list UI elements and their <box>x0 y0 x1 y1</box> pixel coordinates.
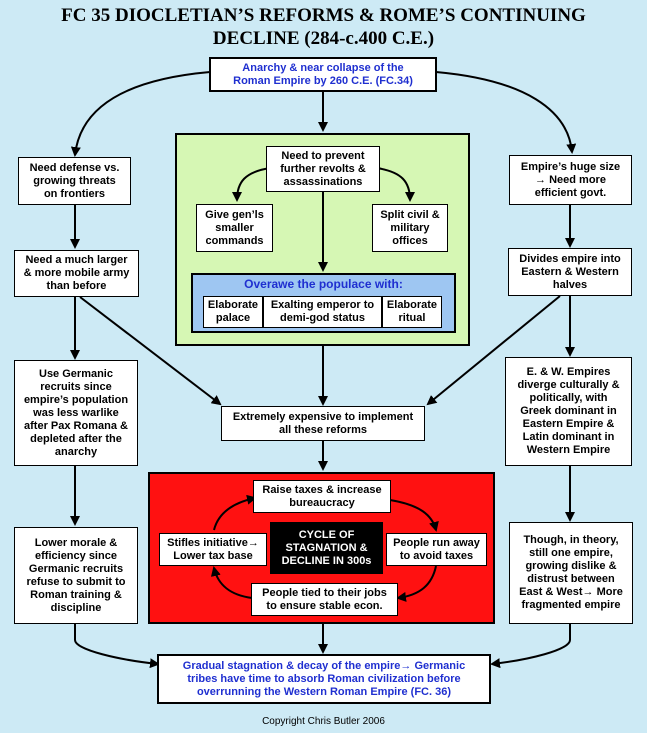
split-box: Split civil & military offices <box>372 204 448 252</box>
copyright: Copyright Chris Butler 2006 <box>262 716 385 727</box>
commands-box: Give gen’ls smaller commands <box>196 204 273 252</box>
divides-box: Divides empire into Eastern & Western ha… <box>508 248 632 296</box>
overawe-title: Overawe the populace with: <box>244 277 403 291</box>
arrow-army-to-expensive <box>79 296 222 406</box>
run-away-box: People run away to avoid taxes <box>386 533 487 566</box>
arrow-top-to-size <box>435 71 577 154</box>
emperor-box: Exalting emperor to demi-god status <box>263 296 382 328</box>
army-box: Need a much larger & more mobile army th… <box>14 250 139 297</box>
arrow-prevent-to-commands <box>232 167 271 202</box>
prevent-box: Need to prevent further revolts & assass… <box>266 146 380 192</box>
tied-jobs-box: People tied to their jobs to ensure stab… <box>251 583 398 616</box>
arrow-top-to-defense <box>70 71 211 157</box>
anarchy-box: Anarchy & near collapse of the Roman Emp… <box>209 57 437 92</box>
arrow-theory-to-bottom <box>490 624 571 669</box>
arrow-prevent-to-split <box>376 167 415 202</box>
arrow-divides-to-expensive <box>426 295 561 406</box>
palace-box: Elaborate palace <box>203 296 263 328</box>
cycle-arrow-stifles-to-taxes <box>213 494 257 531</box>
stagnation-box: Gradual stagnation & decay of the empire… <box>157 654 491 704</box>
raise-taxes-box: Raise taxes & increase bureaucracy <box>253 480 391 513</box>
ritual-box: Elaborate ritual <box>382 296 442 328</box>
arrow-morale-to-bottom <box>74 624 160 669</box>
page-title: FC 35 DIOCLETIAN’S REFORMS & ROME’S CONT… <box>61 5 586 49</box>
stifles-box: Stifles initiative→ Lower tax base <box>159 533 267 566</box>
cycle-arrow-taxes-to-run <box>389 499 439 532</box>
cycle-arrow-tied-to-stifles <box>210 566 253 599</box>
morale-box: Lower morale & efficiency since Germanic… <box>14 527 138 624</box>
cycle-arrow-run-to-tied <box>396 565 437 602</box>
diverge-box: E. & W. Empires diverge culturally & pol… <box>505 357 632 466</box>
expensive-box: Extremely expensive to implement all the… <box>221 406 425 441</box>
cycle-center-box: CYCLE OF STAGNATION & DECLINE IN 300s <box>270 522 383 574</box>
size-box: Empire’s huge size → Need more efficient… <box>509 155 632 205</box>
germanic-box: Use Germanic recruits since empire’s pop… <box>14 360 138 466</box>
theory-box: Though, in theory, still one empire, gro… <box>509 522 633 624</box>
defense-box: Need defense vs. growing threats on fron… <box>18 157 131 205</box>
